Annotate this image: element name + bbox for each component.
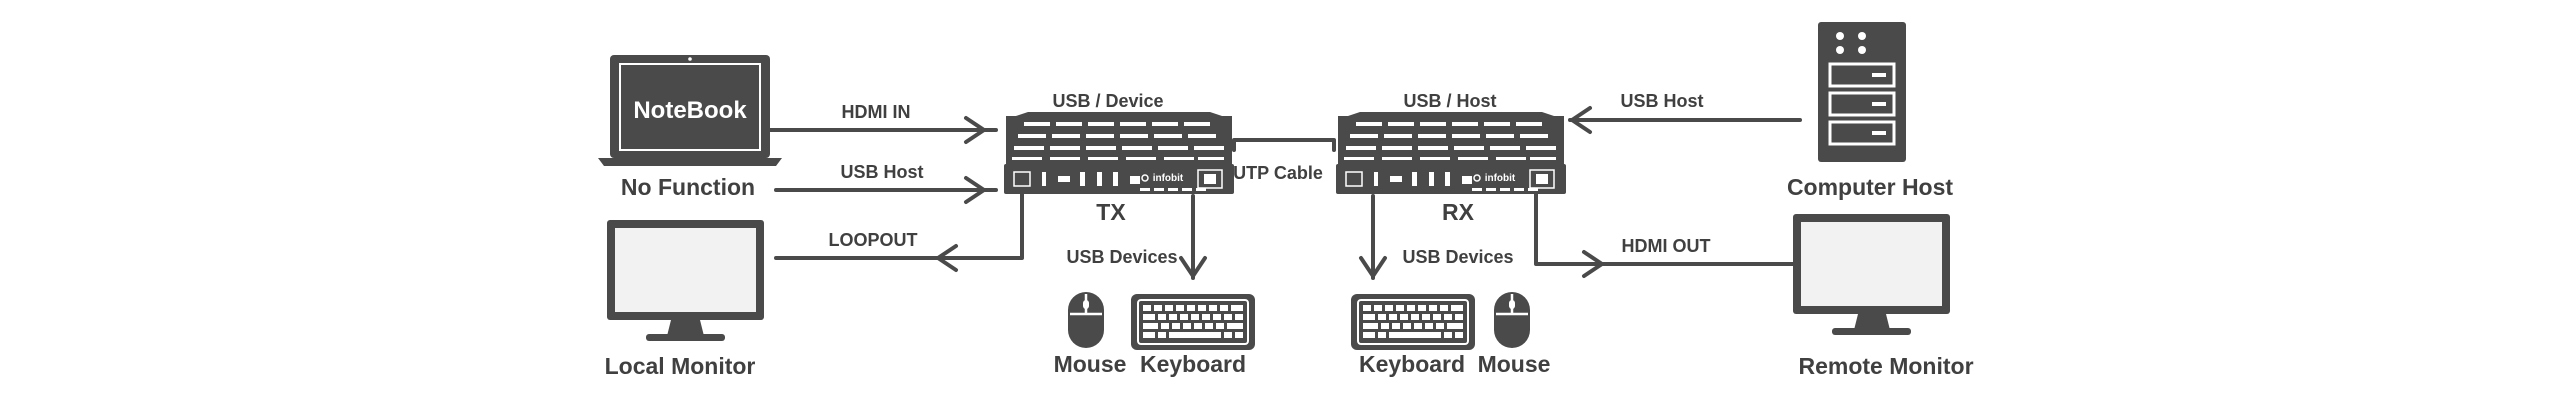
tx-mouse-icon	[1068, 292, 1104, 348]
tx-keyboard-label: Keyboard	[1140, 351, 1246, 377]
tx-brand-label: infobit	[1153, 173, 1184, 184]
hdmi-out-line	[1534, 192, 1800, 266]
hdmi-out-arrowhead	[1582, 250, 1604, 278]
usb-devices-tx-label: USB Devices	[1066, 247, 1177, 267]
computer-tower-icon	[1818, 22, 1906, 162]
loopout-line	[774, 192, 1024, 260]
usb-host-right-label: USB Host	[1620, 91, 1703, 111]
local-monitor-label: Local Monitor	[605, 353, 756, 379]
local-monitor-icon	[607, 220, 764, 341]
tx-mouse-label: Mouse	[1054, 351, 1127, 377]
usb-devices-rx-label: USB Devices	[1402, 247, 1513, 267]
tx-keyboard-icon	[1131, 294, 1255, 350]
usb-host-rx-label: USB / Host	[1403, 91, 1496, 111]
tx-unit	[1004, 112, 1234, 194]
rx-mouse-icon	[1494, 292, 1530, 348]
hdmi-in-label: HDMI IN	[842, 102, 911, 122]
utp-cable-label: UTP Cable	[1233, 163, 1323, 183]
notebook-screen-label: NoteBook	[633, 97, 747, 124]
remote-monitor-icon	[1793, 214, 1950, 335]
remote-monitor-label: Remote Monitor	[1798, 353, 1973, 379]
rx-brand-label: infobit	[1485, 173, 1516, 184]
usb-devices-tx-arrowhead	[1179, 256, 1207, 278]
rx-keyboard-label: Keyboard	[1359, 351, 1465, 377]
notebook-icon	[598, 55, 782, 166]
rx-label: RX	[1442, 199, 1475, 225]
usb-devices-rx-arrowhead	[1359, 256, 1387, 278]
tx-label: TX	[1096, 199, 1126, 225]
hdmi-out-label: HDMI OUT	[1622, 236, 1711, 256]
rx-unit	[1336, 112, 1566, 194]
usb-device-tx-label: USB / Device	[1052, 91, 1163, 111]
rx-mouse-label: Mouse	[1478, 351, 1551, 377]
computer-host-label: Computer Host	[1787, 174, 1953, 200]
hdmi-in-arrowhead	[964, 116, 986, 144]
utp-cable-line	[1232, 138, 1336, 152]
loopout-arrowhead	[936, 244, 958, 272]
usb-host-right-arrowhead	[1570, 106, 1592, 134]
usb-host-left-label: USB Host	[840, 162, 923, 182]
loopout-label: LOOPOUT	[829, 230, 918, 250]
usb-host-left-arrowhead	[964, 176, 986, 204]
no-function-label: No Function	[621, 174, 755, 200]
rx-keyboard-icon	[1351, 294, 1475, 350]
